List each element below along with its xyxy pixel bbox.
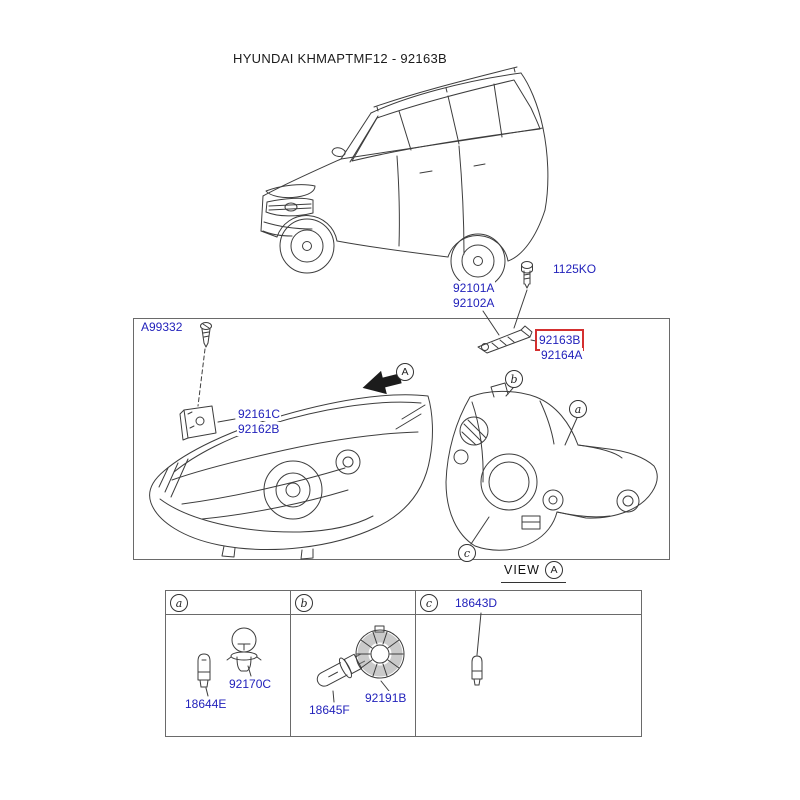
part-label-18645f[interactable]: 18645F	[308, 703, 351, 717]
part-label-92162b[interactable]: 92162B	[237, 422, 281, 436]
main-diagram-frame	[133, 318, 670, 560]
part-label-18643d[interactable]: 18643D	[454, 596, 499, 610]
callout-c: c	[458, 544, 476, 562]
callout-arrow-a: A	[396, 363, 414, 381]
table-divider-2	[415, 590, 416, 736]
table-header-letter-a: a	[170, 594, 188, 612]
part-label-92191b[interactable]: 92191B	[364, 691, 408, 705]
parts-table	[165, 590, 642, 737]
part-label-92161c[interactable]: 92161C	[237, 407, 282, 421]
part-label-1125ko[interactable]: 1125KO	[552, 262, 598, 276]
part-label-92102a[interactable]: 92102A	[452, 296, 496, 310]
view-callout-letter: A	[544, 561, 563, 579]
page-title: HYUNDAI KHMAPTMF12 - 92163B	[233, 51, 447, 66]
part-label-92163b: 92163B	[539, 333, 581, 347]
part-label-a99332[interactable]: A99332	[140, 320, 184, 334]
table-header-divider	[165, 614, 641, 615]
vehicle-illustration	[260, 66, 549, 289]
part-label-92164a[interactable]: 92164A	[540, 348, 584, 362]
table-divider-1	[290, 590, 291, 736]
part-label-18644e[interactable]: 18644E	[184, 697, 228, 711]
callout-b: b	[505, 370, 523, 388]
table-header-letter-b: b	[295, 594, 313, 612]
callout-a: a	[569, 400, 587, 418]
view-a-label: VIEW A	[501, 561, 566, 583]
table-header-letter-c: c	[420, 594, 438, 612]
bolt-icon	[521, 261, 533, 289]
part-label-92101a[interactable]: 92101A	[452, 281, 496, 295]
part-label-92170c[interactable]: 92170C	[228, 677, 273, 691]
view-text: VIEW	[504, 563, 540, 577]
